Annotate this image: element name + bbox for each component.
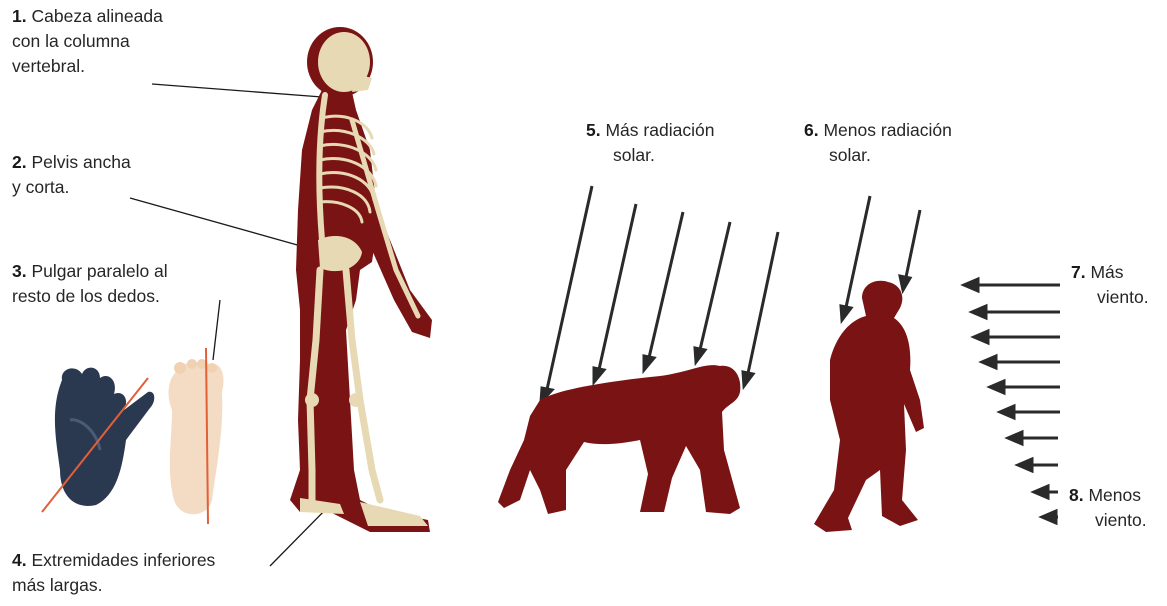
leader-line-1 [152,84,322,97]
label-8-number: 8. [1069,485,1084,505]
human-foot-icon [169,348,224,524]
label-6-line-2: solar. [804,143,952,168]
label-5-line-2: solar. [586,143,714,168]
label-4: 4. Extremidades inferiores más largas. [12,548,215,598]
label-1-number: 1. [12,6,27,26]
label-7-line-2: viento. [1071,285,1149,310]
label-1-line-1: Cabeza alineada [31,6,162,26]
human-skeleton-figure [290,27,432,532]
label-5: 5. Más radiación solar. [586,118,714,168]
label-1-line-2: con la columna [12,29,163,54]
label-8-line-2: viento. [1069,508,1147,533]
label-5-number: 5. [586,120,601,140]
label-3: 3. Pulgar paralelo al resto de los dedos… [12,259,168,309]
label-4-line-1: Extremidades inferiores [31,550,215,570]
label-8: 8. Menos viento. [1069,483,1147,533]
label-1-line-3: vertebral. [12,54,163,79]
label-4-number: 4. [12,550,27,570]
label-4-line-2: más largas. [12,573,215,598]
label-3-line-2: resto de los dedos. [12,284,168,309]
wind-arrows [964,279,1060,523]
label-7: 7. Más viento. [1071,260,1149,310]
feet-comparison [42,348,224,524]
label-2-line-2: y corta. [12,175,131,200]
label-2-number: 2. [12,152,27,172]
label-6-line-1: Menos radiación [823,120,951,140]
label-1: 1. Cabeza alineada con la columna verteb… [12,4,163,79]
label-7-line-1: Más [1090,262,1123,282]
label-3-line-1: Pulgar paralelo al [31,261,167,281]
bipedal-hominid-silhouette [814,281,924,532]
label-2: 2. Pelvis ancha y corta. [12,150,131,200]
label-2-line-1: Pelvis ancha [31,152,130,172]
leader-line-2 [130,198,308,248]
label-3-number: 3. [12,261,27,281]
label-6: 6. Menos radiación solar. [804,118,952,168]
label-5-line-1: Más radiación [605,120,714,140]
ape-foot-icon [42,368,154,512]
label-6-number: 6. [804,120,819,140]
label-8-line-1: Menos [1088,485,1141,505]
radiation-arrows-ape [541,186,778,402]
label-7-number: 7. [1071,262,1086,282]
quadruped-ape-silhouette [498,365,740,514]
leader-line-3 [213,300,220,360]
